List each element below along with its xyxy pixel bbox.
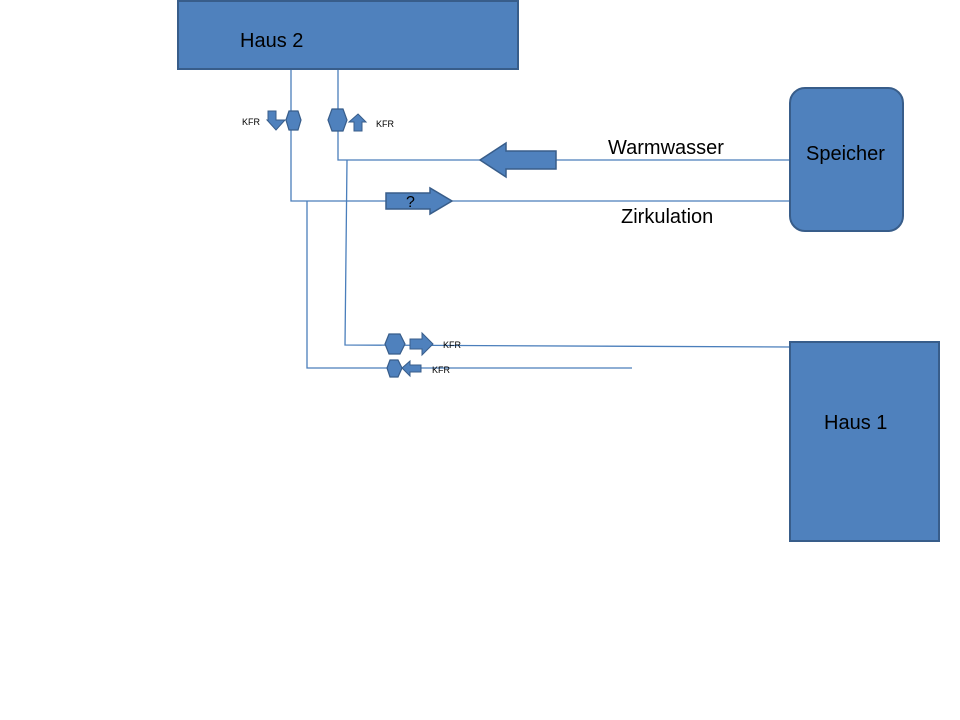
zirkulation-pipe bbox=[290, 69, 790, 202]
zirkulation-label: Zirkulation bbox=[621, 206, 713, 228]
warmwasser-flow-arrow bbox=[478, 141, 557, 179]
pipes bbox=[290, 69, 791, 369]
hexagon-valve-icon bbox=[327, 108, 348, 132]
zirkulation-flow-arrow bbox=[385, 186, 454, 216]
haus1-return-pipe bbox=[306, 201, 632, 369]
kfr-label-h1-return: KFR bbox=[432, 365, 451, 375]
left-arrow-icon bbox=[401, 359, 422, 378]
warmwasser-pipe bbox=[337, 69, 790, 161]
warmwasser-label: Warmwasser bbox=[608, 137, 724, 159]
unknown-flow-marker: ? bbox=[406, 194, 415, 211]
kfr-label-h2-left: KFR bbox=[242, 117, 261, 127]
kfr-label-h2-right: KFR bbox=[376, 119, 395, 129]
haus2-label: Haus 2 bbox=[240, 30, 303, 52]
right-arrow-icon bbox=[409, 331, 434, 357]
haus1-label: Haus 1 bbox=[824, 412, 887, 434]
hexagon-valve-icon bbox=[285, 110, 302, 131]
down-arrow-icon bbox=[265, 110, 287, 131]
speicher-box bbox=[789, 87, 904, 232]
hexagon-valve-icon bbox=[386, 359, 403, 378]
haus2-box bbox=[177, 0, 519, 70]
kfr-label-h1-supply: KFR bbox=[443, 340, 462, 350]
speicher-label: Speicher bbox=[806, 143, 885, 165]
hexagon-valve-icon bbox=[384, 333, 406, 355]
haus1-supply-pipe bbox=[344, 159, 791, 348]
haus1-box bbox=[789, 341, 940, 542]
up-arrow-icon bbox=[347, 113, 368, 132]
